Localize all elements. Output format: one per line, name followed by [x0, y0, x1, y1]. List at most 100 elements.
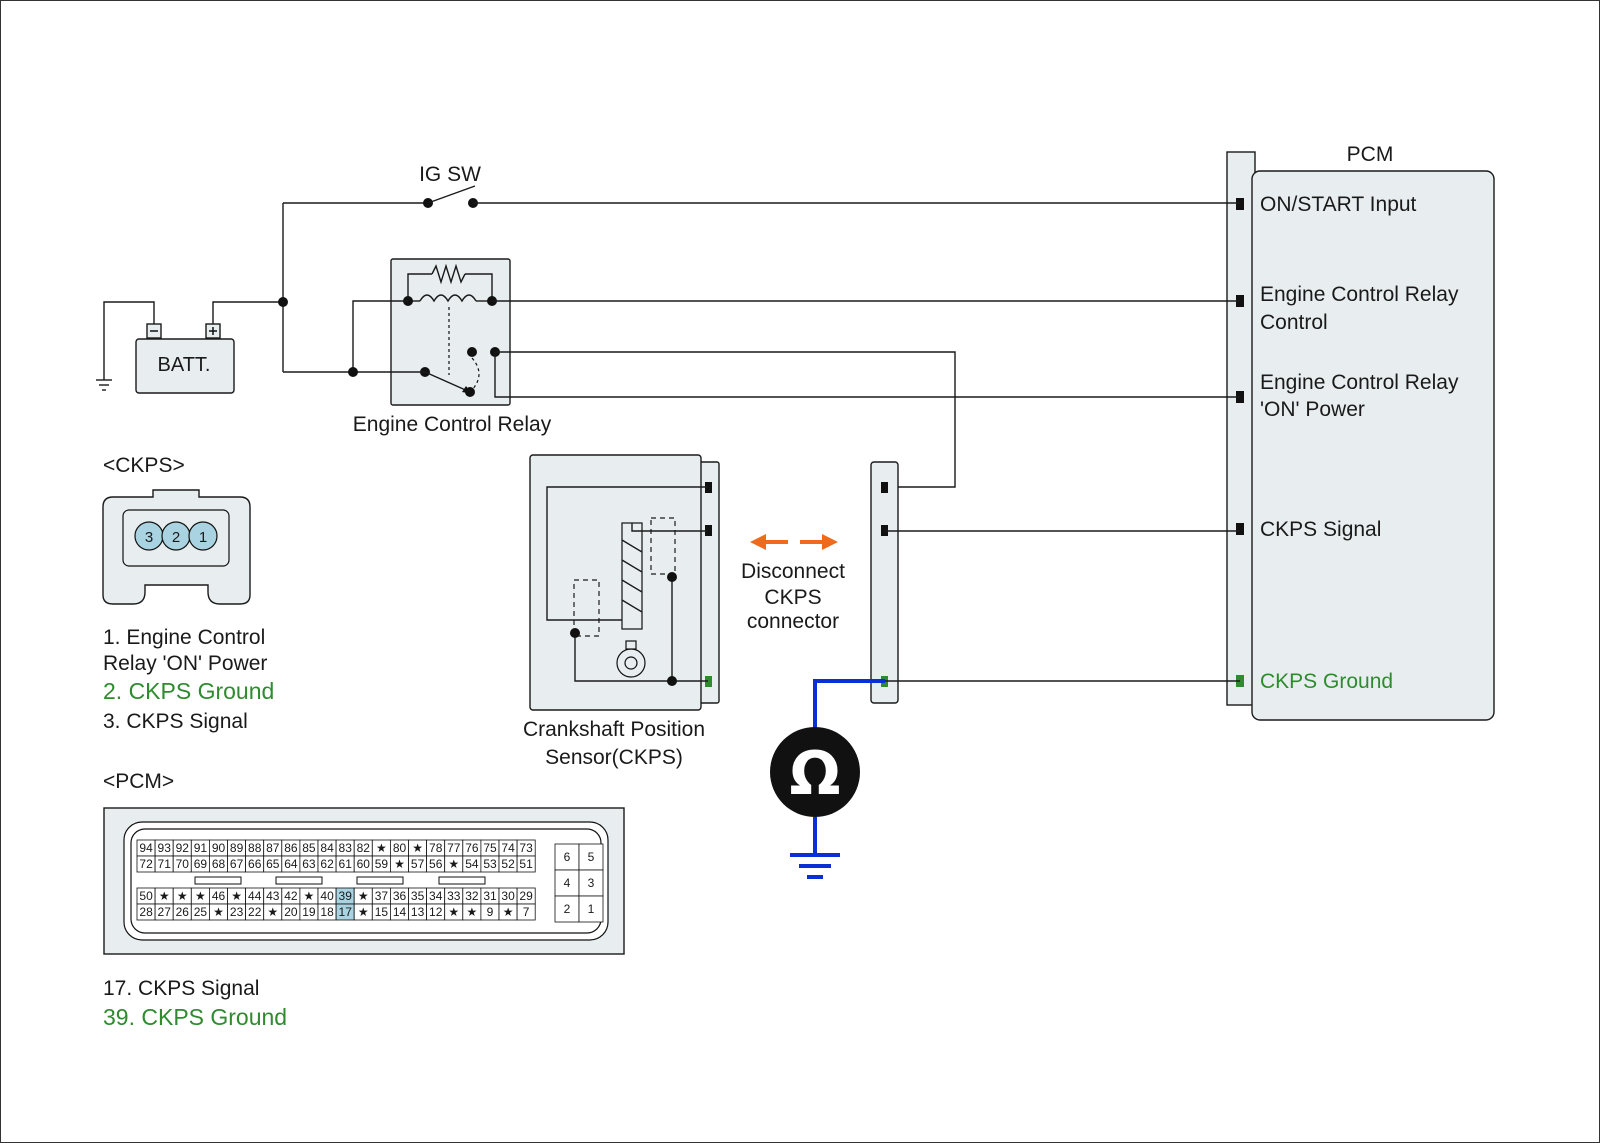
- arrow-right-icon: [822, 534, 838, 550]
- pcm-pin-label: ★: [467, 905, 478, 919]
- pcm-aux-pin-label: 6: [564, 850, 571, 864]
- pcm-pin-label: 52: [501, 857, 515, 871]
- pcm-pin-label: 36: [393, 889, 407, 903]
- pcm-pin-label: 67: [230, 857, 244, 871]
- pcm-pin-label: 82: [357, 841, 371, 855]
- ignition-circuit: IG SW: [278, 163, 1240, 372]
- pcm-pin-label: 63: [302, 857, 316, 871]
- pcm-pin-label: 76: [465, 841, 479, 855]
- ckps-legend-1a: 1. Engine Control: [103, 626, 265, 649]
- pcm-aux-pin-cell: [578, 869, 604, 897]
- pcm-pin-label: 17: [339, 905, 353, 919]
- battery-ground-icon: [96, 379, 112, 391]
- meter-ground-icon: [790, 853, 840, 879]
- pcm-pin-label: 26: [176, 905, 190, 919]
- ckps-legend-1b: Relay 'ON' Power: [103, 652, 267, 675]
- pcm-aux-pin-cell: [578, 895, 604, 923]
- ohmmeter-icon: [770, 727, 860, 817]
- pcm-pin-label: 65: [266, 857, 280, 871]
- pcm-pin-label: 92: [176, 841, 190, 855]
- pcm-pin-label: 91: [194, 841, 208, 855]
- pcm-module-box: [1251, 170, 1495, 721]
- disconnect-label-line3: connector: [747, 610, 839, 633]
- pcm-pin-label: 28: [139, 905, 153, 919]
- pcm-pin-label: ★: [448, 905, 459, 919]
- pcm-pin-label: 29: [519, 889, 533, 903]
- pcm-pin-label: 40: [320, 889, 334, 903]
- pcm-pin-label: 53: [483, 857, 497, 871]
- pcm-pin-cell: [516, 855, 536, 873]
- pcm-aux-pin-cell: [554, 843, 580, 871]
- pcm-pin-label: 86: [284, 841, 298, 855]
- pcm-pin-label: 18: [320, 905, 334, 919]
- pcm-pin-label: 74: [501, 841, 515, 855]
- relay-on-power-wire: [494, 352, 1240, 398]
- pcm-pin-label: 15: [375, 905, 389, 919]
- sensor-connector-strip: [698, 461, 720, 704]
- pcm-legend-39: 39. CKPS Ground: [103, 1004, 287, 1030]
- pcm-pin-label: ★: [177, 889, 188, 903]
- pcm-pin-label: 71: [158, 857, 172, 871]
- pcm-pin-label: 51: [519, 857, 533, 871]
- engine-control-relay: Engine Control Relay: [283, 258, 552, 436]
- arrow-left-icon: [750, 534, 766, 550]
- disconnect-arrows: [750, 534, 838, 550]
- reluctor-wheel-icon: [616, 640, 646, 678]
- pcm-pin-label: ★: [394, 857, 405, 871]
- pcm-pin-label: 73: [519, 841, 533, 855]
- sensor-magnet-core: [621, 522, 643, 630]
- ckps-connector-view: <CKPS> 3 2 1 1. Engine Control Relay 'ON…: [102, 454, 274, 733]
- pcm-pin-label: 12: [429, 905, 443, 919]
- ckps-sensor: Crankshaft Position Sensor(CKPS): [523, 454, 720, 769]
- pcm-pin-label: 31: [483, 889, 497, 903]
- pcm-pin-label: ★: [231, 889, 242, 903]
- pcm-pin-label: ★: [503, 905, 514, 919]
- ohmmeter: Ω: [770, 679, 885, 879]
- pcm-aux-pin-label: 4: [564, 876, 571, 890]
- pcm-pin-label: 87: [266, 841, 280, 855]
- meter-probe-wire: [813, 679, 885, 731]
- pcm-pin-label: 46: [212, 889, 226, 903]
- pcm-pin-label: 30: [501, 889, 515, 903]
- pcm-block: PCM ON/START Input Engine Control Relay …: [1226, 143, 1495, 721]
- pcm-pin-label: 39: [339, 889, 353, 903]
- pcm-pin-label: 27: [158, 905, 172, 919]
- pcm-pin-label: 94: [139, 841, 153, 855]
- pcm-pin-label: 19: [302, 905, 316, 919]
- pcm-legend-17: 17. CKPS Signal: [103, 977, 259, 1000]
- battery-body: [135, 338, 235, 394]
- pcm-pin-label: ★: [159, 889, 170, 903]
- pcm-pin-label: 68: [212, 857, 226, 871]
- disconnect-label-line2: CKPS: [764, 586, 821, 609]
- pcm-pin-ckps-signal: CKPS Signal: [1260, 518, 1381, 541]
- pcm-pin-label: 60: [357, 857, 371, 871]
- pcm-aux-pin-label: 1: [588, 902, 595, 916]
- pcm-aux-pin-label: 5: [588, 850, 595, 864]
- pcm-pin-label: 78: [429, 841, 443, 855]
- ckps-pin-2: 2: [172, 529, 180, 546]
- pcm-pin-label: 22: [248, 905, 262, 919]
- pcm-pin-label: 9: [487, 905, 494, 919]
- pcm-aux-pin-label: 2: [564, 902, 571, 916]
- pcm-pin-label: 35: [411, 889, 425, 903]
- pcm-connector-strip: [1226, 151, 1256, 706]
- pcm-pin-label: 23: [230, 905, 244, 919]
- battery: BATT.: [96, 301, 283, 394]
- pcm-pin-label: ★: [267, 905, 278, 919]
- pcm-pin-label: ★: [195, 889, 206, 903]
- pcm-pin-label: 69: [194, 857, 208, 871]
- pcm-pin-label: 89: [230, 841, 244, 855]
- pcm-pin-label: ★: [376, 841, 387, 855]
- pcm-pin-label: 20: [284, 905, 298, 919]
- pcm-pin-label: 61: [339, 857, 353, 871]
- pcm-pin-label: 50: [139, 889, 153, 903]
- pcm-pin-ckps-ground: CKPS Ground: [1260, 670, 1393, 693]
- pcm-pin-label: 34: [429, 889, 443, 903]
- pcm-pin-label: 90: [212, 841, 226, 855]
- ohm-symbol: Ω: [789, 739, 840, 809]
- pcm-connector-title: <PCM>: [103, 770, 174, 793]
- pcm-pin-label: 80: [393, 841, 407, 855]
